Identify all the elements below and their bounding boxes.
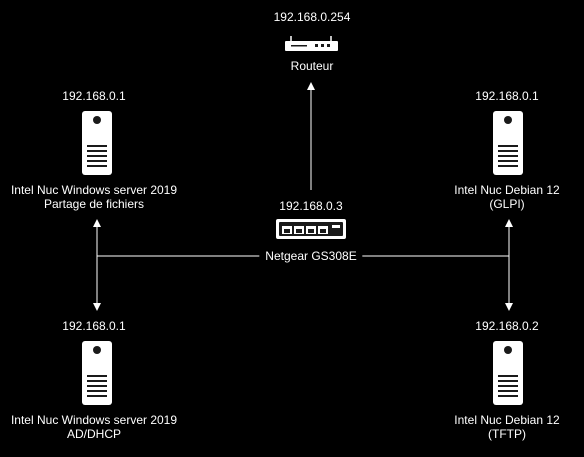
router-name: Routeur bbox=[290, 59, 334, 73]
switch-ip: 192.168.0.3 bbox=[279, 199, 343, 213]
server-top-right-line1: Intel Nuc Debian 12 bbox=[454, 183, 560, 197]
server-top-left-ip: 192.168.0.1 bbox=[62, 89, 126, 103]
server-bottom-left-ip: 192.168.0.1 bbox=[62, 319, 126, 333]
server-top-right-label: Intel Nuc Debian 12 (GLPI) bbox=[454, 183, 559, 211]
server-bottom-right-line1: Intel Nuc Debian 12 bbox=[454, 413, 560, 427]
router-ip: 192.168.0.254 bbox=[273, 10, 351, 24]
server-top-right-line2: (GLPI) bbox=[489, 197, 525, 211]
server-bottom-right-ip: 192.168.0.2 bbox=[475, 319, 539, 333]
switch-icon bbox=[276, 219, 346, 239]
switch-name: Netgear GS308E bbox=[259, 249, 363, 263]
server-bottom-left-line1: Intel Nuc Windows server 2019 bbox=[10, 413, 178, 427]
server-top-left-line1: Intel Nuc Windows server 2019 bbox=[10, 183, 178, 197]
server-bottom-right-label: Intel Nuc Debian 12 (TFTP) bbox=[454, 413, 559, 441]
server-bottom-left-label: Intel Nuc Windows server 2019 AD/DHCP bbox=[11, 413, 177, 441]
server-top-right-ip: 192.168.0.1 bbox=[475, 89, 539, 103]
server-tower-icon bbox=[493, 111, 523, 175]
server-tower-icon bbox=[82, 341, 112, 405]
server-top-left-line2: Partage de fichiers bbox=[43, 197, 145, 211]
server-tower-icon bbox=[493, 341, 523, 405]
router-icon bbox=[285, 36, 338, 51]
server-tower-icon bbox=[82, 111, 112, 175]
server-bottom-right-line2: (TFTP) bbox=[488, 427, 526, 441]
server-bottom-left-line2: AD/DHCP bbox=[66, 427, 122, 441]
server-top-left-label: Intel Nuc Windows server 2019 Partage de… bbox=[11, 183, 177, 211]
